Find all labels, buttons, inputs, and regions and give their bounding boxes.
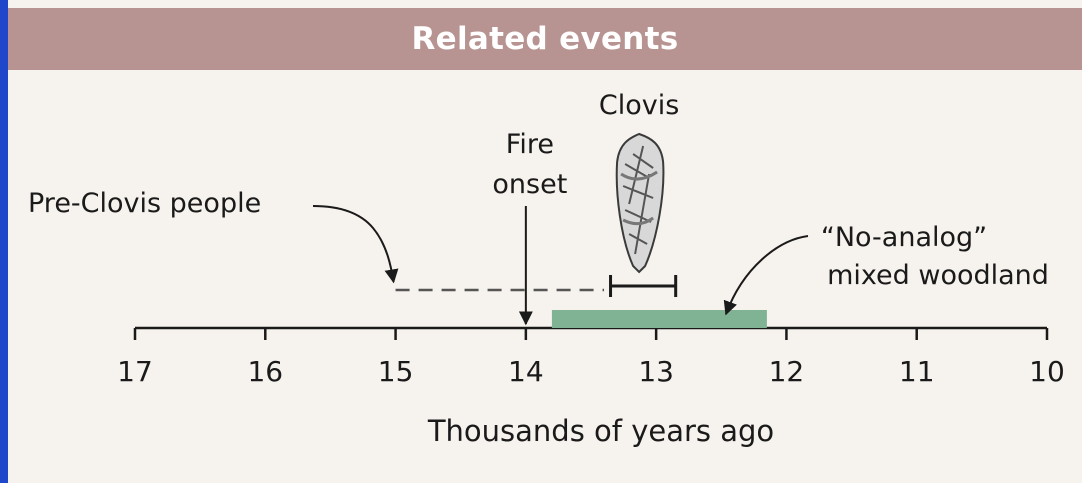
axis-tick-label: 17 bbox=[117, 355, 153, 388]
axis-ticks bbox=[135, 328, 1047, 340]
clovis-point-icon bbox=[617, 134, 664, 272]
fire-onset-label-line-2: onset bbox=[492, 169, 567, 200]
clovis-range-bracket bbox=[611, 275, 676, 297]
pre-clovis-label: Pre-Clovis people bbox=[28, 188, 261, 219]
axis-tick-label: 14 bbox=[508, 355, 544, 388]
axis-tick-label: 16 bbox=[247, 355, 283, 388]
woodland-arrow bbox=[726, 236, 808, 314]
axis-tick-label: 15 bbox=[378, 355, 414, 388]
axis-title: Thousands of years ago bbox=[427, 414, 774, 448]
woodland-label-line-2: mixed woodland bbox=[827, 260, 1049, 291]
axis-tick-label: 10 bbox=[1029, 355, 1065, 388]
pre-clovis-arrow bbox=[313, 206, 394, 282]
fire-onset-label-line-1: Fire bbox=[506, 129, 554, 160]
axis-tick-labels: 17 16 15 14 13 12 11 10 bbox=[117, 355, 1065, 388]
axis-tick-label: 13 bbox=[638, 355, 674, 388]
woodland-label-line-1: “No-analog” bbox=[821, 222, 987, 253]
clovis-label: Clovis bbox=[599, 90, 679, 121]
woodland-band bbox=[552, 310, 767, 328]
axis-tick-label: 11 bbox=[899, 355, 935, 388]
axis-tick-label: 12 bbox=[769, 355, 805, 388]
